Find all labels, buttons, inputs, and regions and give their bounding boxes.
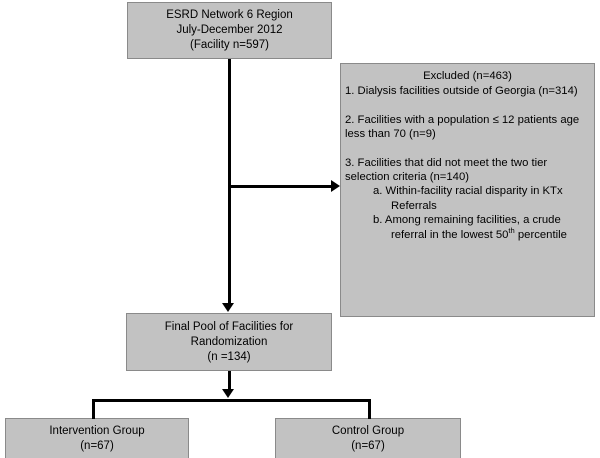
connector-to-excluded-arrowhead-icon: [331, 180, 340, 192]
connector-final-to-split-arrowhead-icon: [222, 389, 234, 398]
control-line-2: (n=67): [351, 439, 385, 452]
connector-final-to-split-line: [228, 371, 231, 390]
node-intervention-group: Intervention Group (n=67): [5, 418, 189, 458]
excluded-item-3b: b. Among remaining facilities, a crude r…: [345, 213, 590, 242]
excluded-item-2: 2. Facilities with a population ≤ 12 pat…: [345, 113, 580, 141]
intervention-line-2: (n=67): [80, 439, 114, 452]
final-pool-line-1: Final Pool of Facilities for: [164, 320, 294, 333]
excluded-spacer-1: [345, 99, 590, 113]
connector-source-to-final-arrowhead-icon: [222, 303, 234, 312]
excluded-spacer-2: [345, 142, 590, 156]
connector-to-excluded-line: [228, 185, 332, 188]
excluded-item-3b-text-before: b. Among remaining facilities, a crude r…: [373, 214, 561, 241]
connector-source-to-final-line: [228, 59, 231, 304]
excluded-item-3b-superscript: th: [508, 225, 515, 235]
node-control-group: Control Group (n=67): [275, 418, 461, 458]
connector-bracket-left-drop: [92, 399, 95, 419]
node-excluded: Excluded (n=463) 1. Dialysis facilities …: [340, 63, 595, 317]
connector-randomization-bracket: [92, 399, 371, 402]
final-pool-line-2: Randomization: [190, 335, 268, 348]
excluded-item-3b-text-after: percentile: [514, 228, 567, 241]
node-source-population: ESRD Network 6 Region July-December 2012…: [127, 2, 332, 59]
node-final-pool: Final Pool of Facilities for Randomizati…: [126, 313, 332, 371]
connector-bracket-right-drop: [368, 399, 371, 419]
excluded-item-3a: a. Within-facility racial disparity in K…: [373, 185, 563, 212]
final-pool-line-3: (n =134): [207, 350, 251, 363]
source-line-2: July-December 2012: [176, 24, 283, 36]
excluded-item-3: 3. Facilities that did not meet the two …: [345, 156, 548, 184]
control-line-1: Control Group: [331, 424, 405, 437]
excluded-title: Excluded (n=463): [423, 70, 512, 82]
intervention-line-1: Intervention Group: [49, 424, 145, 437]
source-line-1: ESRD Network 6 Region: [166, 9, 293, 21]
source-line-3: (Facility n=597): [190, 39, 269, 51]
excluded-item-1: 1. Dialysis facilities outside of Georgi…: [345, 85, 578, 98]
